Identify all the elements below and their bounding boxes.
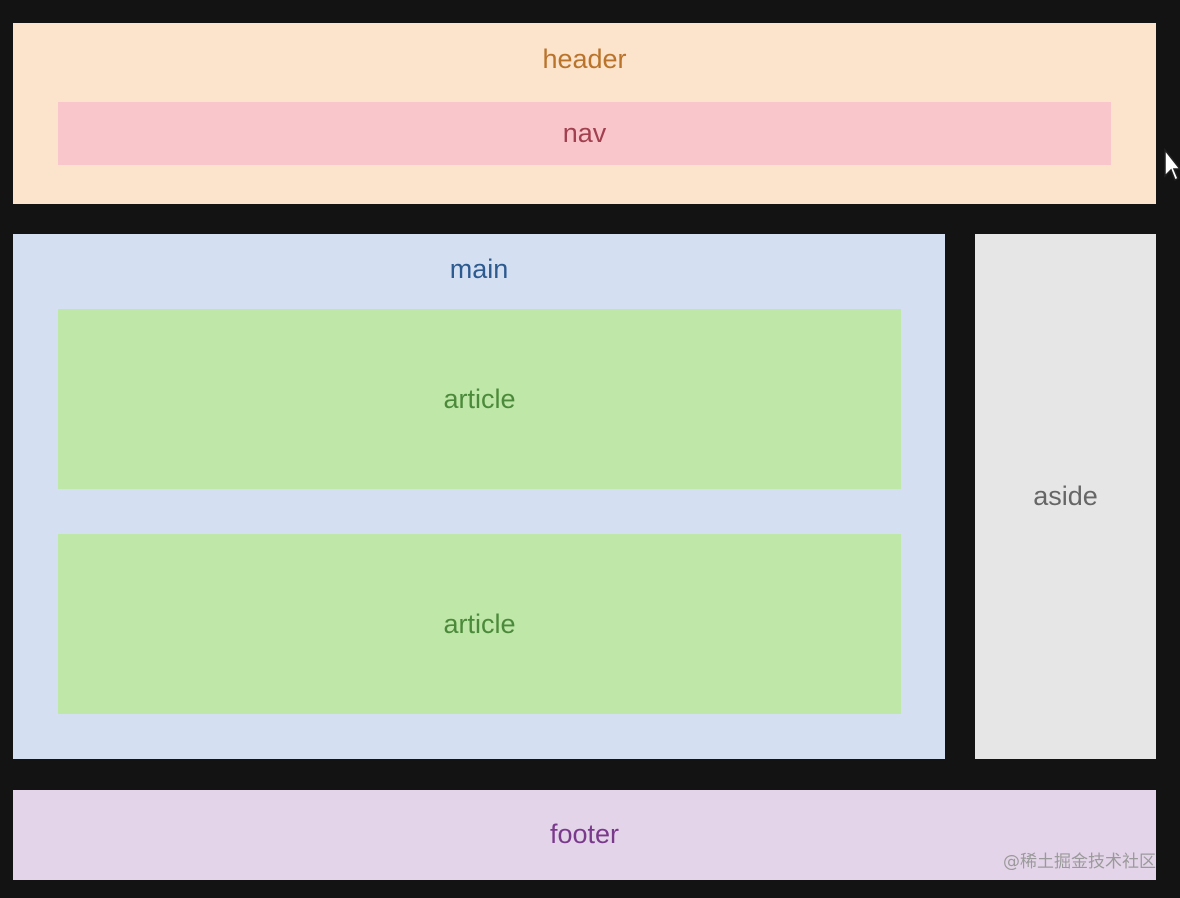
header-label: header: [542, 44, 627, 74]
header-region: header nav: [13, 23, 1156, 204]
watermark: @稀土掘金技术社区: [1003, 852, 1156, 872]
article-label: article: [443, 609, 516, 639]
footer-region: footer: [13, 790, 1156, 880]
nav-region: nav: [58, 102, 1111, 165]
mouse-pointer-icon: [1164, 148, 1180, 182]
article-region: article: [58, 309, 901, 489]
aside-region: aside: [975, 234, 1156, 759]
main-label: main: [449, 254, 509, 284]
main-region: main article article: [13, 234, 945, 759]
article-label: article: [443, 384, 516, 414]
article-region: article: [58, 534, 901, 714]
footer-label: footer: [549, 819, 620, 849]
nav-label: nav: [562, 118, 607, 148]
aside-label: aside: [1033, 481, 1098, 511]
